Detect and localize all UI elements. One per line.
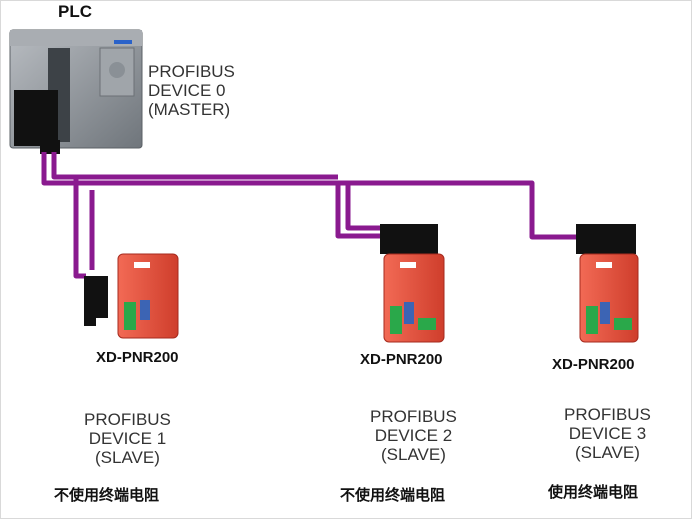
bus-connector-1 (84, 276, 108, 326)
device-1-model: XD-PNR200 (96, 349, 179, 366)
gateway-device-2 (380, 224, 445, 343)
plc-unit (9, 29, 143, 154)
terminal-block-1 (124, 302, 136, 330)
bus-connector-3 (576, 224, 636, 254)
gateway-device-3 (576, 224, 639, 343)
device-3-role: PROFIBUS DEVICE 3 (SLAVE) (564, 405, 651, 463)
terminal-block-3 (586, 306, 598, 334)
device-1-termination-note: 不使用终端电阻 (54, 487, 160, 504)
cable-highlight (83, 186, 380, 272)
master-device-label: PROFIBUS DEVICE 0 (MASTER) (148, 62, 235, 120)
gateway-device-1 (84, 253, 179, 339)
device-3-model: XD-PNR200 (552, 356, 635, 373)
device-1-role: PROFIBUS DEVICE 1 (SLAVE) (84, 410, 171, 468)
profibus-cable (41, 152, 578, 279)
bus-connector-2 (380, 224, 438, 254)
device-2-model: XD-PNR200 (360, 351, 443, 368)
device-3-termination-note: 使用终端电阻 (548, 484, 639, 501)
device-2-role: PROFIBUS DEVICE 2 (SLAVE) (370, 407, 457, 465)
plc-title: PLC (58, 2, 92, 21)
device-2-termination-note: 不使用终端电阻 (340, 487, 446, 504)
terminal-block-2 (390, 306, 402, 334)
